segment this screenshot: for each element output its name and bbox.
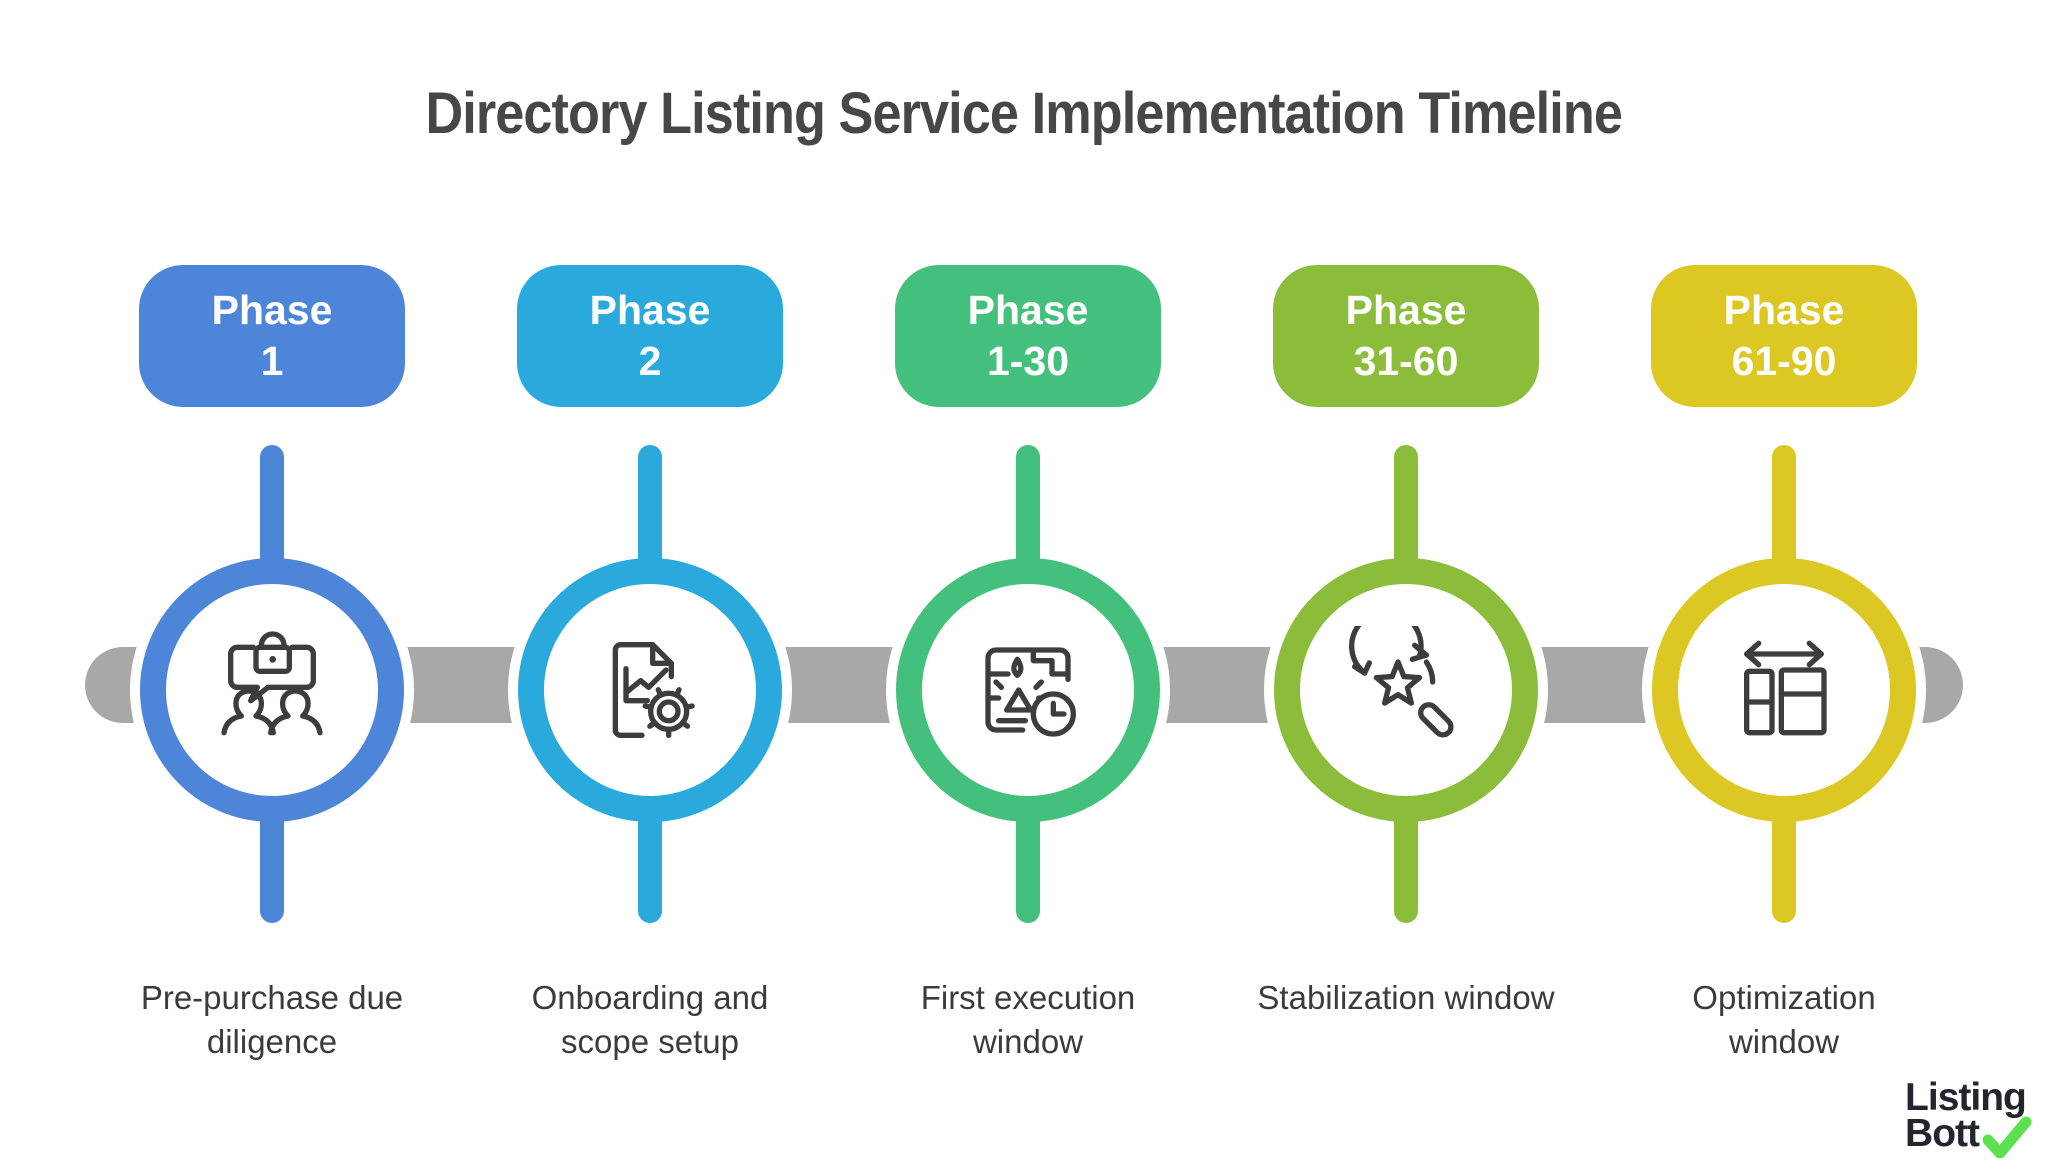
phase-badge-label: Phase xyxy=(211,287,333,333)
logo-row: Bott xyxy=(1905,1112,2032,1158)
phase-badge-label: Phase xyxy=(1723,287,1845,333)
logo-line2: Bott xyxy=(1905,1112,1980,1155)
phase-badge: Phase 31-60 xyxy=(1273,265,1539,407)
phase-badge: Phase 1 xyxy=(139,265,405,407)
phase-node-circle xyxy=(518,558,782,822)
phase-badge-value: 31-60 xyxy=(1353,338,1459,384)
phase-label: Onboarding and scope setup xyxy=(531,979,769,1060)
page-title: Directory Listing Service Implementation… xyxy=(425,81,1623,146)
phase-badge-value: 2 xyxy=(638,338,662,384)
phase-badge-value: 61-90 xyxy=(1731,338,1837,384)
star-search-icon xyxy=(1342,626,1470,754)
phase-badge-value: 1 xyxy=(260,338,284,384)
listingbott-logo[interactable]: Listing Bott xyxy=(1905,1076,2032,1158)
phase-label: Optimization window xyxy=(1692,979,1876,1060)
phase-badge-value: 1-30 xyxy=(986,338,1070,384)
phase-node-circle xyxy=(1652,558,1916,822)
phase-badge: Phase 61-90 xyxy=(1651,265,1917,407)
logo-line1: Listing xyxy=(1905,1076,2027,1119)
layout-width-icon xyxy=(1720,626,1848,754)
document-gear-icon xyxy=(586,626,714,754)
phase-label: First execution window xyxy=(920,979,1136,1060)
checkmark-icon xyxy=(1982,1116,2032,1158)
secure-discussion-icon xyxy=(208,626,336,754)
phase-label: Stabilization window xyxy=(1257,979,1555,1016)
phase-node-circle xyxy=(896,558,1160,822)
phase-badge-label: Phase xyxy=(1345,287,1467,333)
phase-node-circle xyxy=(140,558,404,822)
phase-badge-label: Phase xyxy=(967,287,1089,333)
phase-badge: Phase 1-30 xyxy=(895,265,1161,407)
phase-badge-label: Phase xyxy=(589,287,711,333)
phase-node-circle xyxy=(1274,558,1538,822)
printer-clock-icon xyxy=(964,626,1092,754)
phase-label: Pre-purchase due diligence xyxy=(140,979,404,1060)
phase-badge: Phase 2 xyxy=(517,265,783,407)
title-wrap: Directory Listing Service Implementation… xyxy=(0,80,2048,147)
